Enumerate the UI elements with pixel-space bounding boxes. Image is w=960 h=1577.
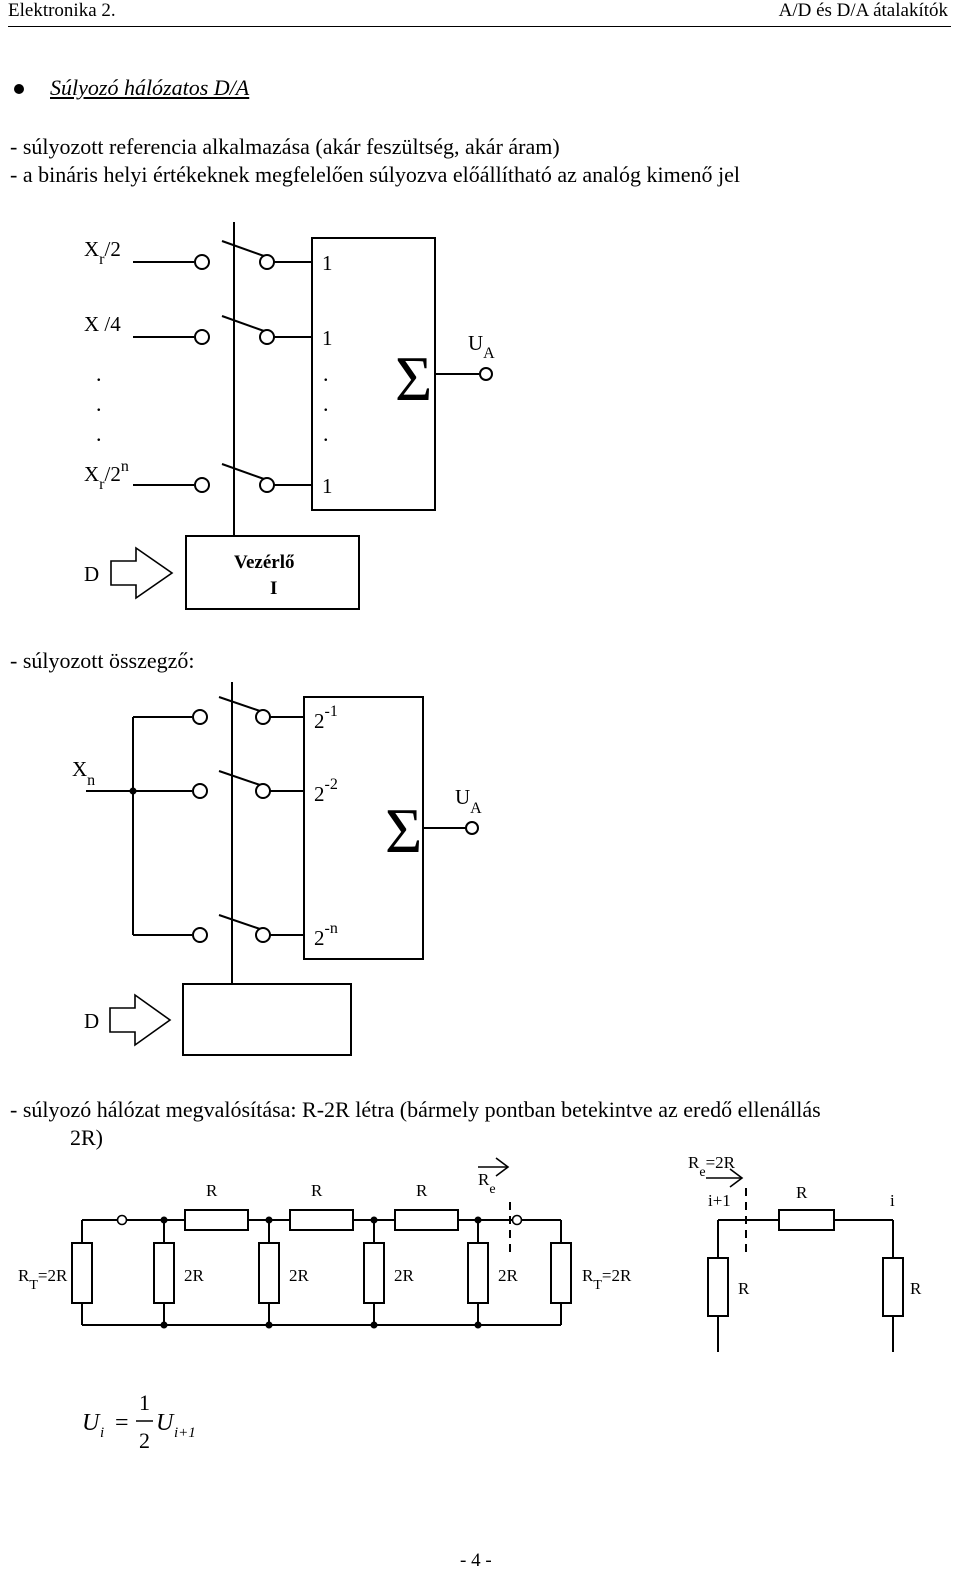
control-box-sub: I: [270, 578, 277, 599]
contact-circle: [194, 329, 210, 345]
output-terminal: [479, 367, 493, 381]
section-shunt-right-label: R: [910, 1279, 922, 1298]
formula-eq: =: [115, 1410, 129, 1436]
intro-line-2: - a bináris helyi értékeknek megfelelően…: [10, 162, 740, 187]
output-label: UA: [468, 331, 495, 362]
input-label-1: Xr/2: [84, 237, 121, 268]
section-re-label: Re=2R: [688, 1153, 736, 1180]
ellipsis-dot: .: [96, 361, 102, 386]
shunt-2r-label-3: 2R: [394, 1266, 415, 1285]
series-r-label-1: R: [206, 1181, 218, 1200]
section-series-r-label: R: [796, 1183, 808, 1202]
ladder-text-1: - súlyozó hálózat megvalósítása: R-2R lé…: [10, 1097, 821, 1122]
formula-den: 2: [139, 1428, 150, 1453]
series-r-label-2: R: [311, 1181, 323, 1200]
re-label: Re: [478, 1170, 496, 1197]
formula-rhs: U: [156, 1410, 175, 1436]
ladder-text-2: 2R): [70, 1125, 103, 1150]
formula-lhs-sub: i: [100, 1425, 104, 1441]
header-rule: [8, 26, 951, 27]
node-label-i-plus-1: i+1: [708, 1191, 731, 1210]
control-box-title: Vezérlő: [234, 552, 295, 573]
contact-circle: [194, 477, 210, 493]
header-left: Elektronika 2.: [8, 0, 116, 21]
formula-lhs: U: [82, 1410, 101, 1436]
weight-label-1: 2-1: [314, 703, 338, 733]
weight-label-2: 2-2: [314, 776, 338, 806]
series-r-label-3: R: [416, 1181, 428, 1200]
contact-circle: [194, 254, 210, 270]
sigma-symbol: Σ: [395, 343, 432, 414]
box-label-3: 1: [322, 474, 333, 498]
box-label-2: 1: [322, 326, 333, 350]
summer-output-label: UA: [455, 785, 482, 817]
term-right-label: RT=2R: [582, 1266, 632, 1293]
ellipsis-dot: .: [96, 391, 102, 416]
junction-dot: [129, 787, 137, 795]
summer-input-label: Xn: [72, 757, 95, 789]
formula-rhs-sub: i+1: [174, 1425, 196, 1441]
shunt-2r-label-1: 2R: [184, 1266, 205, 1285]
control-input-label: D: [84, 562, 99, 586]
box-label-1: 1: [322, 251, 333, 275]
ellipsis-dot: .: [323, 391, 329, 416]
formula-num: 1: [139, 1390, 150, 1415]
section-shunt-left-label: R: [738, 1279, 750, 1298]
shunt-2r-label-4: 2R: [498, 1266, 519, 1285]
weight-label-n: 2-n: [314, 920, 338, 950]
header-right: A/D és D/A átalakítók: [778, 0, 948, 21]
term-left-label: RT=2R: [18, 1266, 68, 1293]
input-label-2: X /4: [84, 312, 121, 336]
summer-control-label: D: [84, 1009, 99, 1033]
shunt-2r-label-2: 2R: [289, 1266, 310, 1285]
summer-text: - súlyozott összegző:: [10, 648, 195, 673]
ellipsis-dot: .: [96, 421, 102, 446]
ellipsis-dot: .: [323, 361, 329, 386]
ellipsis-dot: .: [323, 421, 329, 446]
section-title: Súlyozó hálózatos D/A: [50, 75, 250, 100]
bullet-icon: [14, 84, 24, 94]
intro-line-1: - súlyozott referencia alkalmazása (akár…: [10, 134, 560, 159]
page-number: - 4 -: [460, 1550, 492, 1571]
node-label-i: i: [890, 1191, 895, 1210]
sigma-symbol: Σ: [385, 795, 422, 866]
input-label-3: Xr/2n: [84, 458, 129, 493]
